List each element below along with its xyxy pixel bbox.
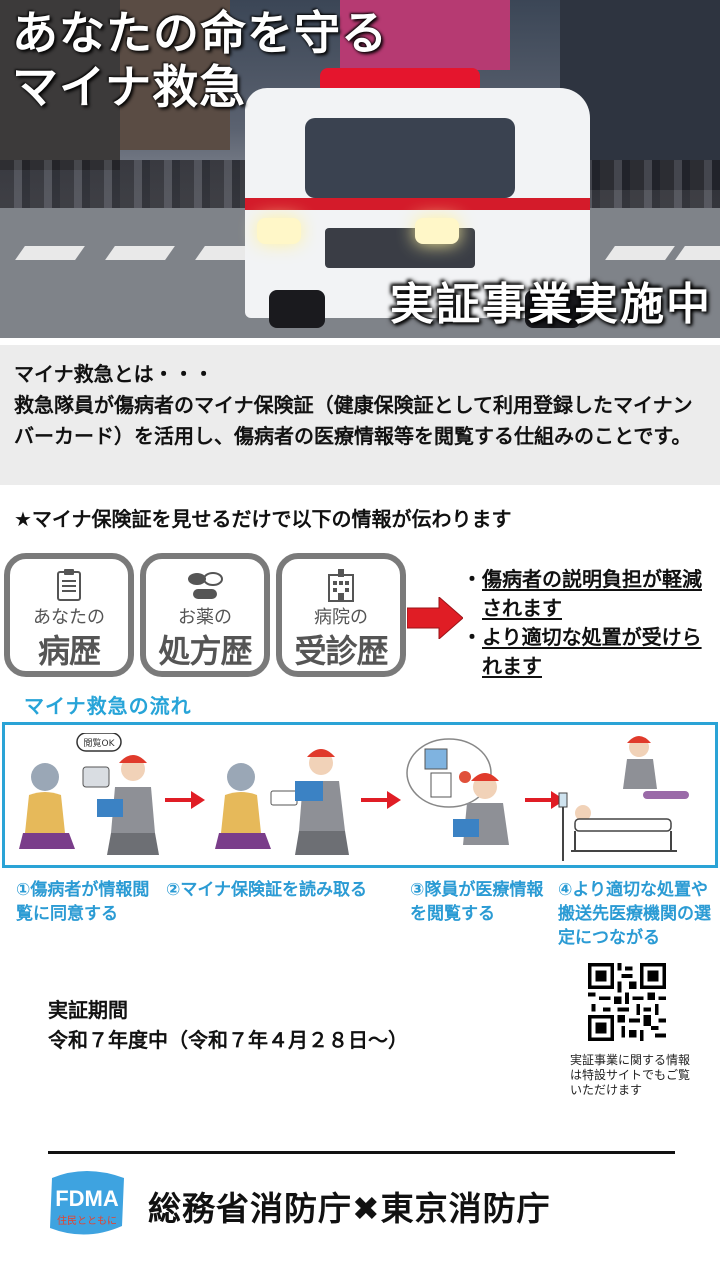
flow-step-4: ④より適切な処置や搬送先医療機関の選定につながる [558, 880, 711, 948]
fdma-logo: FDMA 住民とともに [50, 1171, 124, 1235]
wheel [269, 290, 325, 328]
hero-badge: 実証事業実施中 [390, 279, 712, 330]
info-box-label: あなたの [33, 607, 105, 628]
fdma-logo-text: FDMA [55, 1186, 119, 1211]
qr-code-icon[interactable] [588, 963, 666, 1041]
fdma-logo-subtext: 住民とともに [57, 1214, 117, 1227]
period-label: 実証期間 [48, 998, 128, 1022]
period-value: 令和７年度中（令和７年４月２８日〜） [48, 1028, 408, 1052]
bullet-icon: ・ [462, 625, 482, 649]
footer-organizations: 総務省消防庁✖東京消防庁 [148, 1189, 551, 1228]
crosswalk-stripe [605, 246, 675, 260]
qr-note: 実証事業に関する情報は特設サイトでもご覧いただけます [570, 1053, 691, 1097]
crosswalk-stripe [675, 246, 720, 260]
info-box-value: 受診歴 [294, 632, 388, 670]
description-body: 救急隊員が傷病者のマイナ保険証（健康保険証として利用登録したマイナンバーカード）… [14, 393, 693, 448]
benefit-text: 傷病者の説明負担が軽減されます [482, 567, 702, 620]
crosswalk-stripe [15, 246, 85, 260]
card-reading-illustration [215, 749, 349, 855]
flow-step-1: ①傷病者が情報閲覧に同意する [16, 880, 150, 924]
benefit-text: より適切な処置が受けられます [482, 625, 702, 678]
info-box-label: お薬の [178, 607, 232, 628]
flow-illustration-box: 閲覧OK [2, 722, 718, 868]
wheel [525, 290, 581, 328]
building [120, 0, 230, 150]
headlight [415, 218, 459, 244]
info-box-hospital-visits: 病院の 受診歴 [276, 553, 406, 677]
hospital-icon [282, 567, 400, 612]
step-arrow-icon [165, 791, 205, 809]
benefit-item: ・ 傷病者の説明負担が軽減されます [462, 565, 720, 623]
info-box-value: 病歴 [37, 632, 101, 670]
ambulance-image [245, 68, 590, 328]
hero-banner: あなたの命を守る マイナ救急 実証事業実施中 [0, 0, 720, 338]
flow-step-2: ②マイナ保険証を読み取る [166, 880, 368, 900]
windshield [305, 118, 515, 198]
flow-title: マイナ救急の流れ [24, 694, 192, 718]
bullet-icon: ・ [462, 567, 482, 591]
benefit-item: ・ より適切な処置が受けられます [462, 623, 720, 681]
billboard [340, 0, 510, 70]
info-box-value: 処方歴 [158, 632, 252, 670]
pills-icon [146, 567, 264, 612]
consent-illustration: 閲覧OK [19, 733, 159, 855]
flow-step-3: ③隊員が医療情報を閲覧する [410, 880, 544, 924]
treatment-transport-illustration [558, 736, 689, 861]
description-heading: マイナ救急とは・・・ [14, 362, 214, 386]
arrow-right-icon [407, 597, 463, 639]
step-arrow-icon [361, 791, 401, 809]
headlight [257, 218, 301, 244]
step-arrow-icon [525, 791, 565, 809]
footer-divider [48, 1151, 675, 1154]
lead-text: ★マイナ保険証を見せるだけで以下の情報が伝わります [14, 507, 512, 531]
crosswalk-stripe [105, 246, 175, 260]
hero-title: あなたの命を守る マイナ救急 [12, 6, 388, 114]
info-box-medical-history: あなたの 病歴 [4, 553, 134, 677]
period-block: 実証期間 令和７年度中（令和７年４月２８日〜） [48, 995, 408, 1055]
clipboard-icon [10, 567, 128, 612]
red-stripe [245, 198, 590, 210]
info-box-prescription: お薬の 処方歴 [140, 553, 270, 677]
bubble-text: 閲覧OK [84, 737, 116, 749]
description-panel: マイナ救急とは・・・ 救急隊員が傷病者のマイナ保険証（健康保険証として利用登録し… [0, 345, 720, 485]
building [0, 0, 120, 170]
viewing-info-illustration [406, 738, 509, 845]
info-box-label: 病院の [314, 607, 368, 628]
benefits-list: ・ 傷病者の説明負担が軽減されます ・ より適切な処置が受けられます [462, 565, 720, 681]
